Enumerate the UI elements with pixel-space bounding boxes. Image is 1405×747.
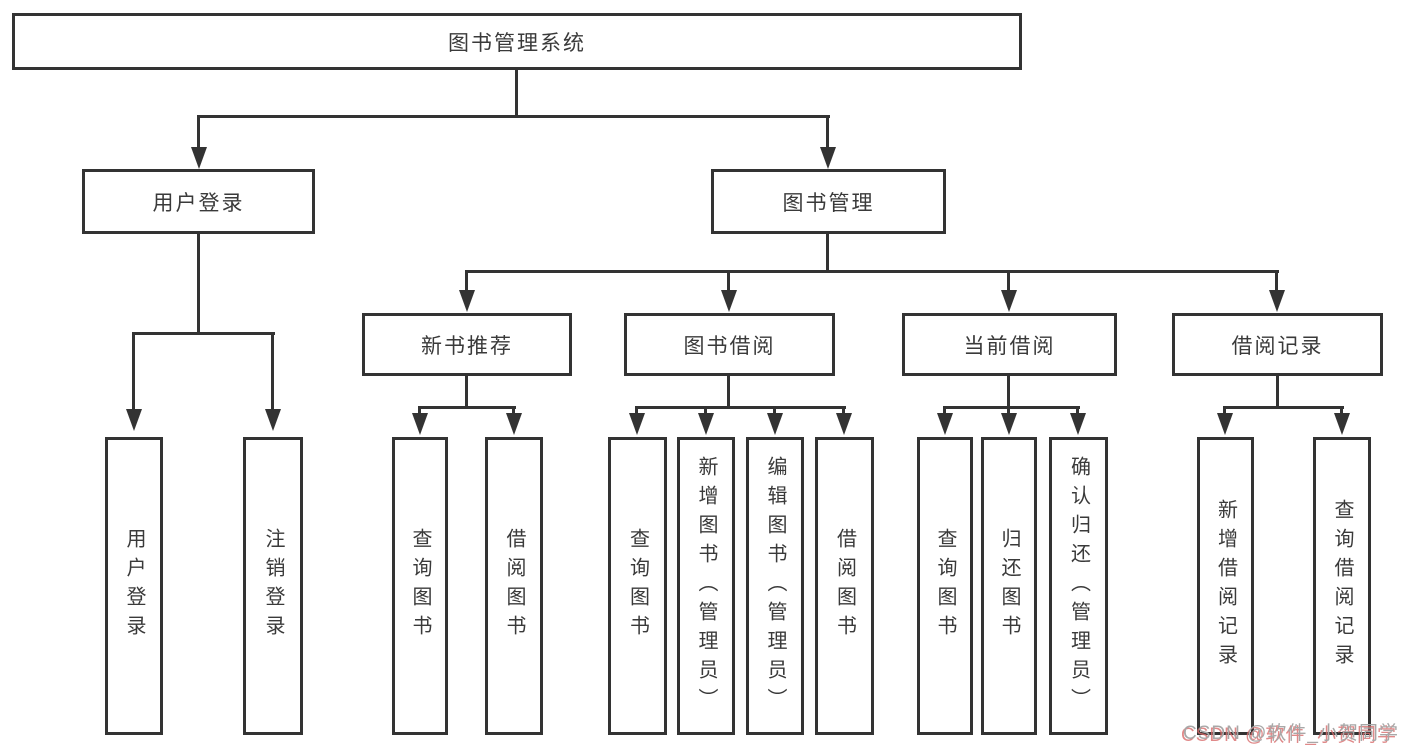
connector-line [465, 376, 468, 408]
connector-line [1223, 406, 1226, 414]
leaf-return-book-label: 归还图书 [998, 528, 1020, 644]
connector-arrowhead [937, 413, 953, 435]
connector-line [466, 270, 1279, 273]
node-borrow-records: 借阅记录 [1172, 313, 1383, 376]
connector-arrowhead [1001, 413, 1017, 435]
connector-line [727, 270, 730, 291]
leaf-add-book-admin: 新增图书（管理员） [677, 437, 735, 735]
connector-line [465, 270, 468, 291]
connector-arrowhead [767, 413, 783, 435]
connector-arrowhead [1217, 413, 1233, 435]
leaf-query-borrow-record: 查询借阅记录 [1313, 437, 1371, 735]
node-book-management-label: 图书管理 [782, 191, 875, 215]
connector-line [635, 406, 638, 414]
connector-arrowhead [265, 409, 281, 431]
connector-line [1223, 406, 1344, 409]
connector-line [1340, 406, 1343, 414]
leaf-query-borrow-record-label: 查询借阅记录 [1331, 499, 1353, 673]
csdn-watermark: CSDN @软件_小贺同学 [1183, 723, 1399, 744]
connector-line [636, 406, 846, 409]
connector-line [132, 332, 135, 410]
connector-line [271, 332, 274, 410]
leaf-query-book-recommend: 查询图书 [392, 437, 448, 735]
connector-arrowhead [1269, 290, 1285, 312]
connector-line [1007, 376, 1010, 408]
leaf-confirm-return-admin: 确认归还（管理员） [1049, 437, 1108, 735]
leaf-edit-book-admin-label: 编辑图书（管理员） [764, 455, 786, 717]
node-root-label: 图书管理系统 [448, 31, 586, 55]
connector-arrowhead [1334, 413, 1350, 435]
connector-line [418, 406, 516, 409]
connector-arrowhead [721, 290, 737, 312]
leaf-edit-book-admin: 编辑图书（管理员） [746, 437, 804, 735]
connector-line [704, 406, 707, 414]
node-borrow-records-label: 借阅记录 [1231, 334, 1324, 358]
connector-arrowhead [412, 413, 428, 435]
connector-arrowhead [1001, 290, 1017, 312]
node-current-borrow: 当前借阅 [902, 313, 1117, 376]
connector-line [773, 406, 776, 414]
node-new-book-recommend: 新书推荐 [362, 313, 572, 376]
connector-line [197, 115, 830, 118]
connector-line [512, 406, 515, 414]
leaf-add-borrow-record-label: 新增借阅记录 [1214, 499, 1237, 673]
connector-arrowhead [459, 290, 475, 312]
connector-line [943, 406, 946, 414]
connector-arrowhead [629, 413, 645, 435]
connector-line [418, 406, 421, 414]
node-book-borrow-label: 图书借阅 [683, 334, 776, 358]
node-book-management: 图书管理 [711, 169, 946, 234]
connector-line [197, 233, 200, 335]
leaf-query-book-borrow-label: 查询图书 [626, 528, 649, 644]
leaf-add-book-admin-label: 新增图书（管理员） [695, 455, 717, 717]
leaf-query-book-borrow: 查询图书 [608, 437, 667, 735]
leaf-user-login: 用户登录 [105, 437, 163, 735]
leaf-query-book-current-label: 查询图书 [934, 528, 956, 644]
connector-line [727, 376, 730, 408]
leaf-confirm-return-admin-label: 确认归还（管理员） [1067, 455, 1090, 717]
connector-line [1007, 406, 1010, 414]
leaf-return-book: 归还图书 [981, 437, 1037, 735]
connector-arrowhead [126, 409, 142, 431]
connector-arrowhead [698, 413, 714, 435]
leaf-query-book-current: 查询图书 [917, 437, 973, 735]
leaf-borrow-book: 借阅图书 [815, 437, 874, 735]
connector-line [132, 332, 275, 335]
connector-line [197, 115, 200, 149]
connector-line [826, 115, 829, 149]
leaf-logout: 注销登录 [243, 437, 303, 735]
connector-arrowhead [1070, 413, 1086, 435]
node-user-login-label: 用户登录 [152, 191, 245, 215]
leaf-borrow-book-recommend-label: 借阅图书 [503, 528, 525, 644]
node-new-book-recommend-label: 新书推荐 [421, 334, 513, 358]
connector-arrowhead [506, 413, 522, 435]
node-current-borrow-label: 当前借阅 [963, 334, 1056, 358]
leaf-logout-label: 注销登录 [262, 528, 284, 644]
connector-arrowhead [191, 147, 207, 169]
leaf-user-login-label: 用户登录 [123, 528, 145, 644]
leaf-borrow-book-label: 借阅图书 [833, 528, 856, 644]
connector-line [1275, 270, 1278, 291]
connector-line [515, 68, 518, 117]
connector-arrowhead [820, 147, 836, 169]
connector-arrowhead [836, 413, 852, 435]
connector-line [943, 406, 1080, 409]
node-root: 图书管理系统 [12, 13, 1022, 70]
leaf-add-borrow-record: 新增借阅记录 [1197, 437, 1254, 735]
node-user-login: 用户登录 [82, 169, 315, 234]
leaf-borrow-book-recommend: 借阅图书 [485, 437, 543, 735]
connector-line [1076, 406, 1079, 414]
connector-line [1007, 270, 1010, 291]
node-book-borrow: 图书借阅 [624, 313, 835, 376]
connector-line [826, 234, 829, 272]
connector-line [842, 406, 845, 414]
connector-line [1276, 376, 1279, 408]
leaf-query-book-recommend-label: 查询图书 [409, 528, 431, 644]
